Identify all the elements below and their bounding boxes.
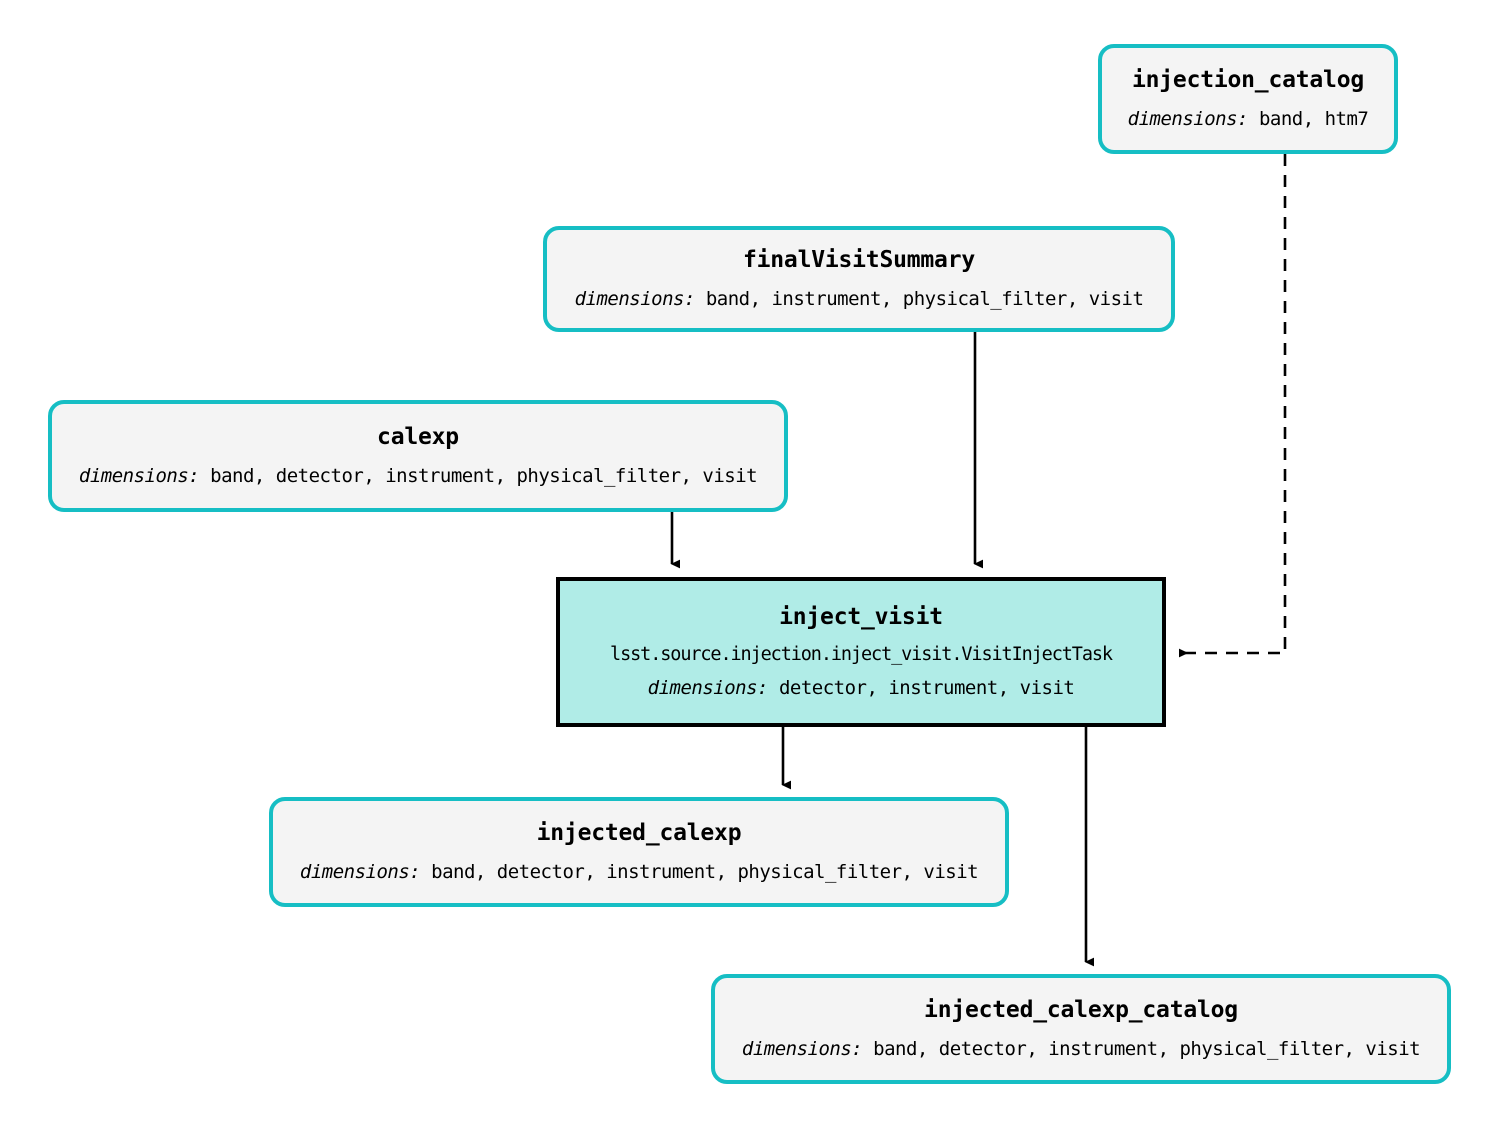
- dimensions-label: dimensions:: [1127, 108, 1249, 131]
- node-title: injected_calexp: [536, 819, 742, 846]
- node-dimensions: dimensions: band, detector, instrument, …: [299, 861, 979, 884]
- dimensions-values: band, instrument, physical_filter, visit: [705, 288, 1144, 311]
- dimensions-values: band, detector, instrument, physical_fil…: [210, 465, 758, 488]
- node-title: injection_catalog: [1131, 66, 1364, 93]
- node-dimensions: dimensions: detector, instrument, visit: [647, 676, 1075, 699]
- dimensions-label: dimensions:: [78, 465, 200, 488]
- dimensions-label: dimensions:: [574, 288, 696, 311]
- node-title: inject_visit: [779, 604, 943, 631]
- dimensions-values: band, htm7: [1258, 108, 1369, 131]
- dataset-node-injected-calexp-catalog[interactable]: injected_calexp_catalog dimensions: band…: [711, 974, 1451, 1084]
- node-dimensions: dimensions: band, detector, instrument, …: [78, 465, 758, 488]
- dataset-node-calexp[interactable]: calexp dimensions: band, detector, instr…: [48, 400, 788, 512]
- node-title: finalVisitSummary: [742, 246, 975, 273]
- node-title: injected_calexp_catalog: [924, 996, 1238, 1023]
- task-node-inject-visit[interactable]: inject_visit lsst.source.injection.injec…: [556, 577, 1166, 727]
- node-class-path: lsst.source.injection.inject_visit.Visit…: [610, 643, 1113, 665]
- dimensions-label: dimensions:: [647, 676, 769, 699]
- dataset-node-final-visit-summary[interactable]: finalVisitSummary dimensions: band, inst…: [543, 226, 1175, 332]
- node-dimensions: dimensions: band, htm7: [1128, 109, 1369, 130]
- dimensions-label: dimensions:: [741, 1038, 863, 1061]
- edge-injection-catalog-to-inject-visit: [1180, 154, 1287, 653]
- dimensions-values: detector, instrument, visit: [778, 676, 1075, 699]
- dimensions-values: band, detector, instrument, physical_fil…: [873, 1038, 1421, 1061]
- dataset-node-injection-catalog[interactable]: injection_catalog dimensions: band, htm7: [1098, 44, 1398, 154]
- node-title: calexp: [377, 423, 459, 450]
- dataset-node-injected-calexp[interactable]: injected_calexp dimensions: band, detect…: [269, 797, 1009, 907]
- node-dimensions: dimensions: band, detector, instrument, …: [741, 1038, 1421, 1061]
- dimensions-values: band, detector, instrument, physical_fil…: [431, 861, 979, 884]
- dimensions-label: dimensions:: [299, 861, 421, 884]
- node-dimensions: dimensions: band, instrument, physical_f…: [575, 289, 1144, 310]
